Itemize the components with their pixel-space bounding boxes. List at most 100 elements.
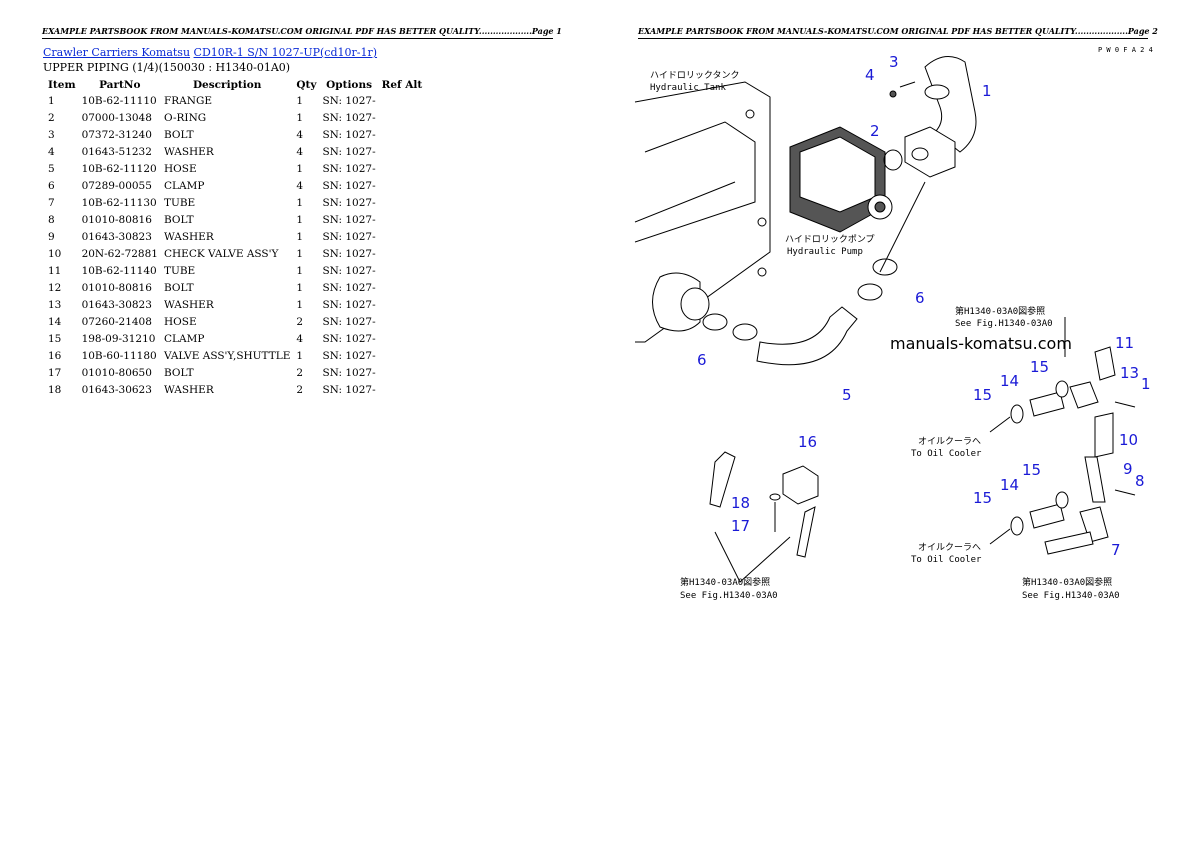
cell-qty: 1	[296, 349, 304, 362]
fig-ref-label-en-2: See Fig.H1340-03A0	[680, 591, 778, 601]
cell-qty: 1	[296, 230, 304, 243]
cell-qty: 1	[296, 94, 304, 107]
callout-1: 1	[982, 82, 992, 100]
cell-qty: 1	[296, 247, 304, 260]
cell-item: 16	[48, 349, 62, 362]
cell-qty: 2	[296, 315, 304, 328]
flange-elbow	[883, 56, 977, 178]
cell-ref-alt	[379, 381, 426, 398]
header-partno: PartNo	[99, 78, 141, 91]
cell-options: SN: 1027-	[322, 366, 376, 379]
callout-16: 16	[798, 433, 817, 451]
cell-description: CLAMP	[163, 332, 205, 345]
header-qty: Qty	[296, 78, 317, 91]
watermark: manuals-komatsu.com	[890, 334, 1072, 353]
cell-options: SN: 1027-	[322, 281, 376, 294]
cell-description: O-RING	[163, 111, 207, 124]
pump-label-jp: ハイドロリックポンプ	[785, 234, 875, 245]
callout-15c: 15	[1022, 461, 1041, 479]
tank-label-jp: ハイドロリックタンク	[650, 70, 739, 81]
callout-18: 18	[731, 494, 750, 512]
cell-item: 13	[48, 298, 62, 311]
cell-partno: 01643-30823	[81, 298, 152, 311]
cell-qty: 1	[296, 196, 304, 209]
cell-description: HOSE	[163, 162, 197, 175]
cell-item: 11	[48, 264, 62, 277]
breadcrumb-link-catalog[interactable]: Crawler Carriers Komatsu	[43, 46, 191, 59]
cell-ref-alt	[379, 143, 426, 160]
callout-15a: 15	[1030, 358, 1049, 376]
header-description: Description	[192, 78, 262, 91]
cell-qty: 1	[296, 298, 304, 311]
cell-item: 15	[48, 332, 62, 345]
cell-ref-alt	[379, 160, 426, 177]
callout-14b: 14	[1000, 476, 1019, 494]
tank-label-en: Hydraulic Tank	[650, 83, 726, 93]
cell-ref-alt	[379, 92, 426, 109]
cell-qty: 1	[296, 281, 304, 294]
cell-qty: 4	[296, 145, 304, 158]
cell-qty: 2	[296, 366, 304, 379]
cell-item: 4	[48, 145, 55, 158]
cell-item: 8	[48, 213, 55, 226]
cell-partno: 10B-62-11130	[81, 196, 157, 209]
cell-qty: 1	[296, 111, 304, 124]
callout-12-partial: 1	[1141, 375, 1151, 393]
cell-description: TUBE	[163, 196, 196, 209]
cell-options: SN: 1027-	[322, 383, 376, 396]
cell-description: BOLT	[163, 281, 194, 294]
cell-description: CHECK VALVE ASS'Y	[163, 247, 279, 260]
pump-label-en: Hydraulic Pump	[787, 247, 863, 257]
fig-ref-label-en-3: See Fig.H1340-03A0	[1022, 591, 1120, 601]
fig-ref-label-jp-1: 第H1340-03A0図参照	[955, 305, 1045, 317]
cell-options: SN: 1027-	[322, 94, 376, 107]
cell-partno: 01643-51232	[81, 145, 152, 158]
cell-ref-alt	[379, 177, 426, 194]
callout-6a: 6	[915, 289, 925, 307]
cell-item: 3	[48, 128, 55, 141]
cell-description: WASHER	[163, 230, 214, 243]
cooler-label-en-1: To Oil Cooler	[911, 449, 982, 459]
cell-description: WASHER	[163, 145, 214, 158]
callout-13: 13	[1120, 364, 1139, 382]
cell-qty: 2	[296, 383, 304, 396]
hydraulic-pump	[789, 126, 893, 233]
cell-description: VALVE ASS'Y,SHUTTLE	[163, 349, 291, 362]
callout-14a: 14	[1000, 372, 1019, 390]
cell-partno: 198-09-31210	[81, 332, 156, 345]
cell-item: 7	[48, 196, 55, 209]
cell-partno: 07372-31240	[81, 128, 152, 141]
callout-2: 2	[870, 122, 880, 140]
breadcrumb-link-model[interactable]: CD10R-1 S/N 1027-UP(cd10r-1r)	[193, 46, 378, 59]
cell-options: SN: 1027-	[322, 230, 376, 243]
cell-partno: 10B-62-11110	[81, 94, 157, 107]
callout-15d: 15	[973, 489, 992, 507]
header-ref-alt: Ref Alt	[381, 78, 423, 91]
cell-item: 18	[48, 383, 62, 396]
cell-options: SN: 1027-	[322, 179, 376, 192]
cell-ref-alt	[379, 313, 426, 330]
fig-ref-label-jp-3: 第H1340-03A0図参照	[1022, 576, 1112, 588]
cell-description: FRANGE	[163, 94, 212, 107]
cell-options: SN: 1027-	[322, 315, 376, 328]
cell-options: SN: 1027-	[322, 349, 376, 362]
shuttle-valve-assembly	[709, 451, 819, 583]
callout-4: 4	[865, 66, 875, 84]
cell-item: 6	[48, 179, 55, 192]
cell-qty: 4	[296, 179, 304, 192]
cell-ref-alt	[379, 228, 426, 245]
cell-description: BOLT	[163, 213, 194, 226]
